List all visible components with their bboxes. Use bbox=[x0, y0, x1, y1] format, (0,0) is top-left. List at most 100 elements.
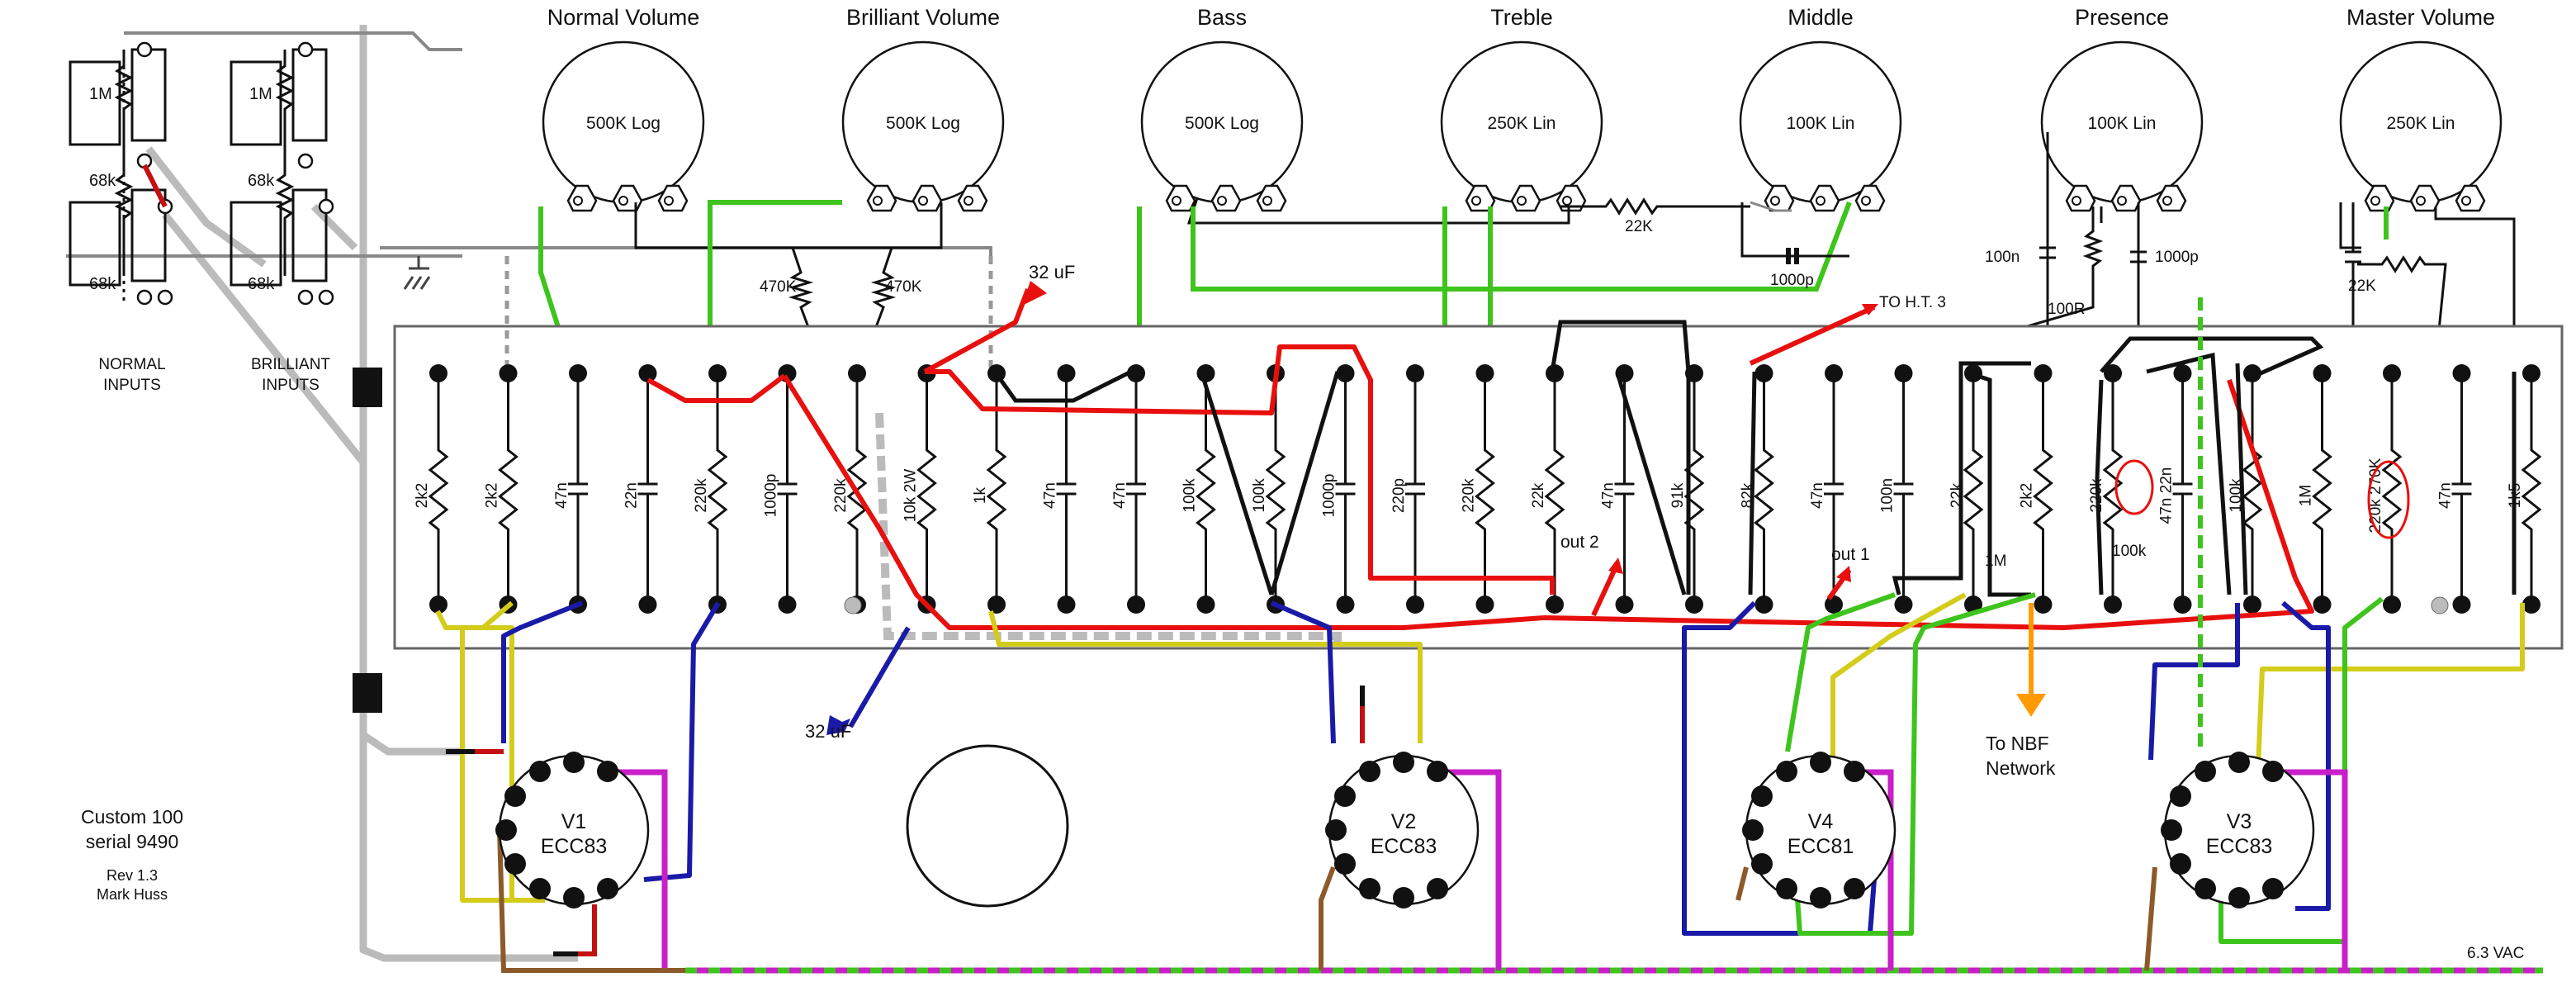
turret-bottom bbox=[1894, 595, 1913, 614]
pot-lug-hole bbox=[2162, 196, 2172, 206]
turret-top bbox=[2383, 364, 2401, 382]
valve-pin bbox=[2228, 887, 2250, 908]
turret-bottom bbox=[1475, 595, 1494, 614]
valve-name: V4 bbox=[1808, 810, 1834, 833]
jack-r3-label: 68k bbox=[89, 275, 116, 293]
component-label: 2k2 bbox=[414, 483, 431, 509]
valve-pin bbox=[597, 878, 618, 900]
pot-title: Middle bbox=[1788, 5, 1854, 30]
nbf-arrow-head bbox=[2016, 694, 2046, 717]
valve-pin bbox=[1844, 878, 1865, 900]
nbf-network-label: To NBF Network bbox=[1986, 733, 2056, 779]
pot-value: 250K Lin bbox=[2387, 114, 2455, 133]
turret-top bbox=[569, 364, 587, 382]
jack-r2b-label: 68k bbox=[248, 172, 275, 190]
pot-lug-hole bbox=[2370, 196, 2380, 206]
resistor-symbol bbox=[1963, 373, 1984, 605]
pot-lug-hole bbox=[2416, 196, 2426, 206]
resistor-symbol bbox=[1265, 373, 1286, 605]
board-component-21: 47n bbox=[1809, 364, 1844, 614]
pot-lug-hole bbox=[1517, 196, 1527, 206]
pot-value: 250K Lin bbox=[1488, 114, 1556, 133]
valve-pin bbox=[2169, 853, 2191, 875]
normal-inputs-label: NORMAL INPUTS bbox=[98, 356, 166, 394]
valve-type: ECC83 bbox=[541, 835, 608, 858]
board-hole-1 bbox=[844, 596, 862, 614]
out1-arrow bbox=[1836, 566, 1851, 582]
pot-value: 100K Lin bbox=[2088, 114, 2157, 133]
serial-label: serial 9490 bbox=[85, 830, 179, 852]
valve-pin bbox=[2169, 785, 2191, 807]
pot-lug-hole bbox=[1861, 196, 1871, 206]
r1m-label: 1M bbox=[1985, 553, 2006, 570]
resistor-symbol bbox=[986, 373, 1007, 605]
component-label: 47n bbox=[2437, 482, 2455, 509]
turret-bottom bbox=[1196, 595, 1215, 614]
capacitor-symbol bbox=[637, 373, 658, 605]
turret-bottom bbox=[1615, 595, 1634, 614]
r100r-label: 100R bbox=[2048, 301, 2085, 318]
board-component-15: 220p bbox=[1390, 364, 1425, 614]
turret-top bbox=[1475, 364, 1494, 382]
ht3-arrow bbox=[1862, 304, 1878, 315]
ground-symbol bbox=[403, 256, 431, 290]
out2-label: out 2 bbox=[1560, 533, 1599, 552]
jack-r1-label: 1M bbox=[89, 85, 112, 103]
valve-pin bbox=[1810, 887, 1831, 908]
component-label: 47n bbox=[1042, 482, 1059, 509]
valve-pin bbox=[1359, 878, 1380, 900]
resistor-symbol bbox=[707, 373, 728, 605]
resistor-symbol bbox=[1754, 373, 1774, 605]
author-label: Mark Huss bbox=[96, 886, 168, 904]
pot-lug-hole bbox=[573, 196, 583, 206]
valve-pin bbox=[1325, 819, 1347, 841]
board-component-16: 220k bbox=[1461, 364, 1495, 614]
component-label: 1k bbox=[972, 486, 989, 504]
revision-mark-2 bbox=[2367, 460, 2410, 539]
shielded-cable-block-1 bbox=[353, 368, 382, 407]
component-label: 2k2 bbox=[484, 483, 501, 509]
board-component-28: 1M bbox=[2298, 364, 2332, 614]
turret-top bbox=[2034, 364, 2053, 382]
turret-bottom bbox=[1754, 595, 1773, 614]
valve-type: ECC83 bbox=[1371, 835, 1437, 858]
turret-bottom bbox=[1336, 595, 1355, 614]
brown-wires bbox=[497, 829, 2157, 973]
r22k-mv-label: 22K bbox=[2348, 278, 2376, 295]
capacitor-symbol bbox=[1824, 373, 1844, 605]
board-component-4: 22n bbox=[623, 364, 658, 614]
turret-bottom bbox=[987, 595, 1006, 614]
component-label: 91k bbox=[1669, 482, 1687, 508]
turret-bottom bbox=[1685, 595, 1703, 614]
mid-network bbox=[1560, 197, 1849, 264]
turret-bottom bbox=[1825, 595, 1843, 614]
valve-pin bbox=[1750, 853, 1773, 875]
component-label: 47n bbox=[553, 482, 571, 509]
input-jacks-brilliant bbox=[230, 48, 328, 287]
pot-lug-hole bbox=[1562, 196, 1572, 206]
black-board-wires bbox=[992, 320, 2517, 597]
turret-bottom bbox=[2522, 595, 2540, 614]
input-resistors bbox=[114, 50, 295, 276]
red-grid-wires bbox=[142, 164, 1365, 956]
jack-r2-label: 68k bbox=[89, 172, 116, 190]
valve-pin bbox=[1742, 819, 1764, 841]
turret-top bbox=[1127, 364, 1145, 382]
cap-32uf-top-label: 32 uF bbox=[1029, 262, 1075, 282]
valve-pin bbox=[504, 785, 526, 807]
c100n-label: 100n bbox=[1985, 249, 2020, 266]
c1000p-b-label: 1000p bbox=[2155, 249, 2199, 266]
board-component-11: 47n bbox=[1111, 364, 1146, 614]
board-component-1: 2k2 bbox=[414, 364, 449, 614]
component-label: 1000p bbox=[763, 474, 780, 518]
pot-lug-hole bbox=[1770, 196, 1780, 206]
capacitor-symbol bbox=[1335, 373, 1356, 605]
turret-top bbox=[2522, 364, 2540, 382]
component-label: 100k bbox=[1251, 478, 1268, 513]
